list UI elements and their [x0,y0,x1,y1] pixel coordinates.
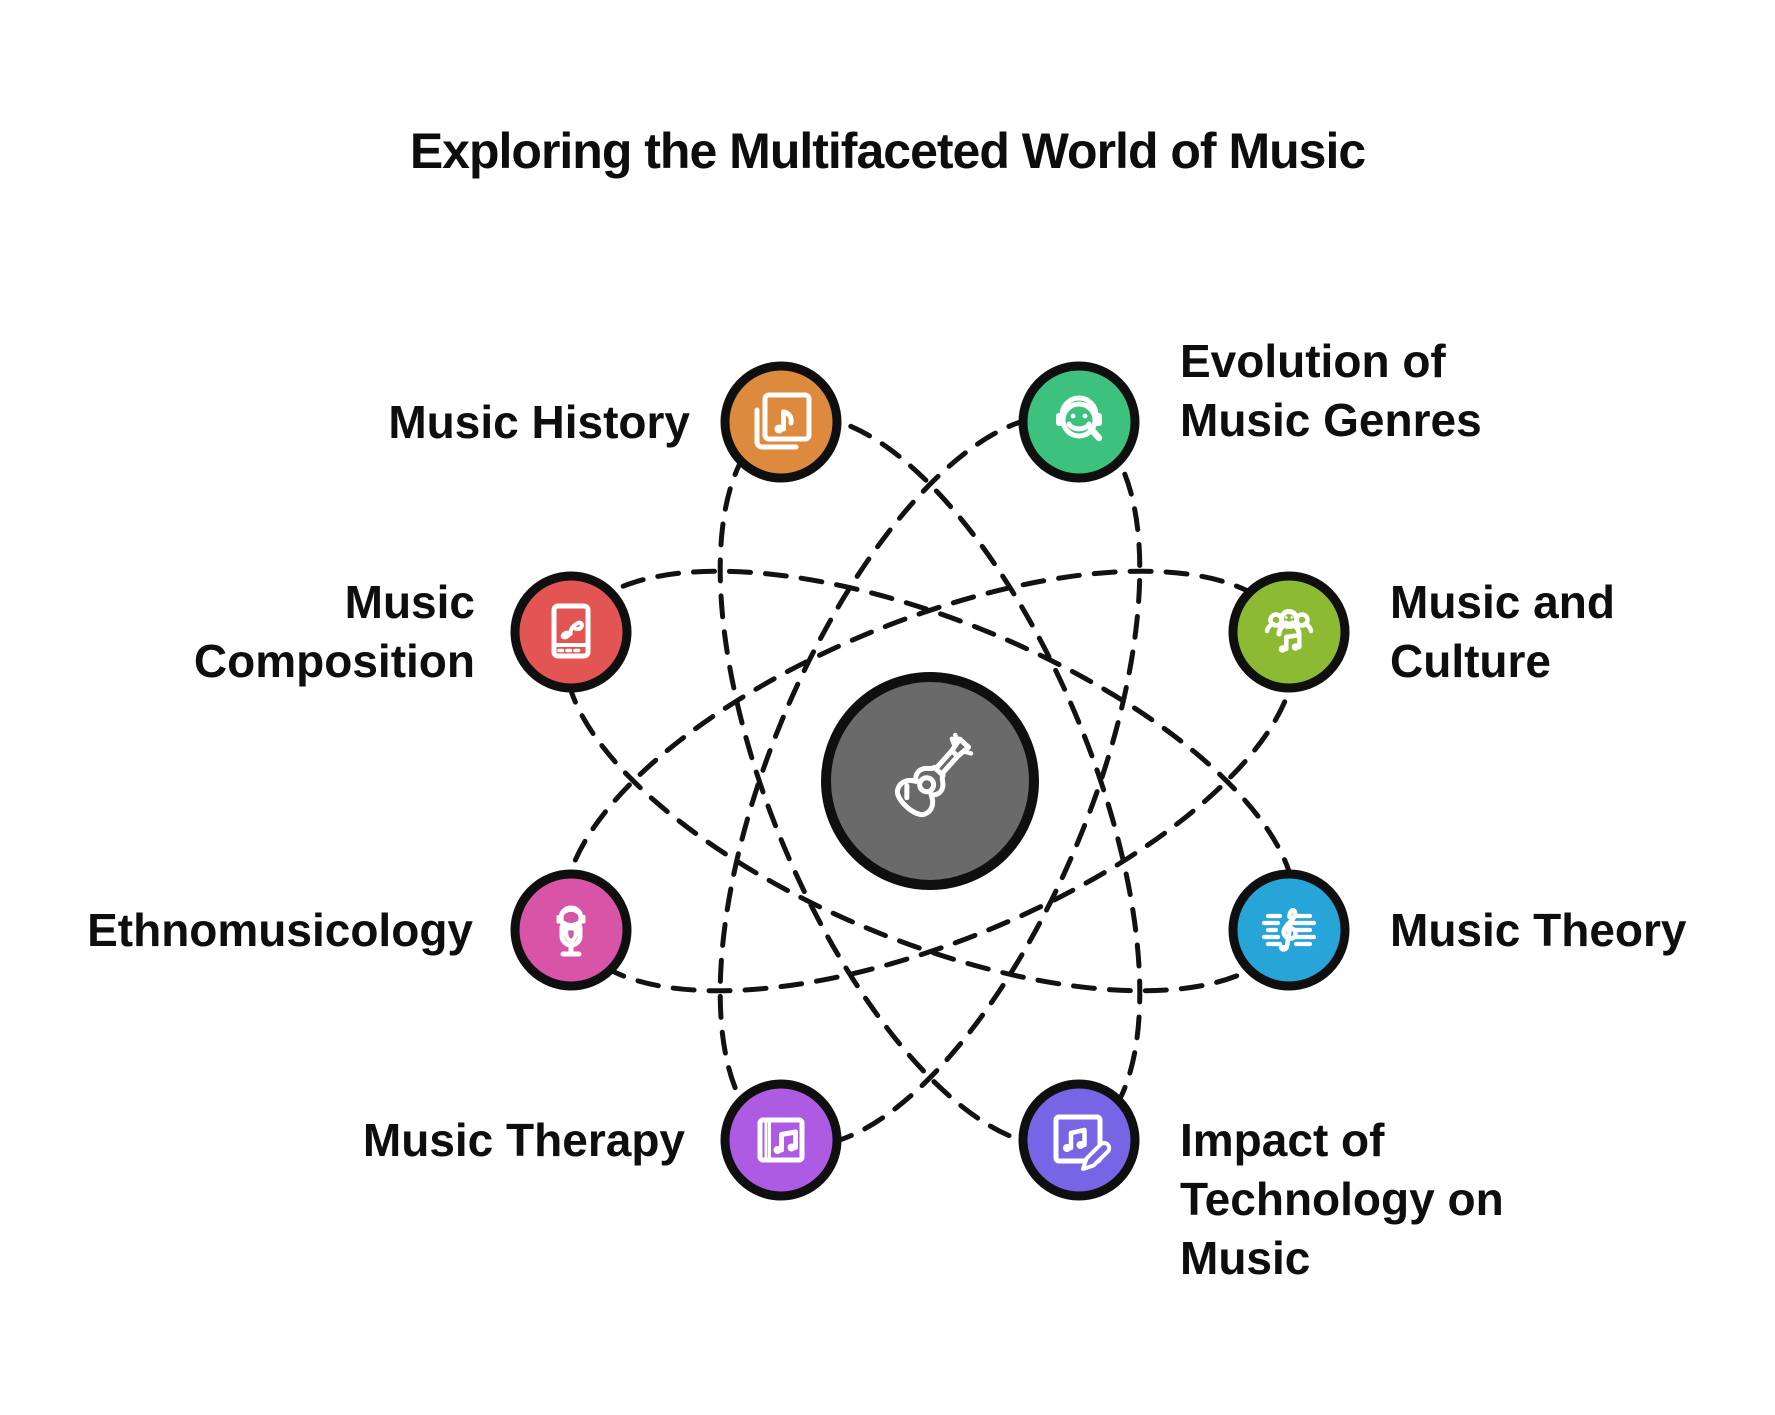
label-line: Music [1180,1232,1311,1284]
songbook-icon [551,603,591,659]
label-ethnomusicology: Ethnomusicology [87,901,473,960]
label-line: Music [344,576,475,628]
page-title: Exploring the Multifaceted World of Musi… [409,123,1366,179]
sheet-music-stack-icon [754,392,812,450]
center-hub [821,672,1039,890]
label-line: Culture [1390,635,1551,687]
node-ethnomusicology [510,869,632,991]
guitar-icon [895,732,974,817]
label-music-therapy: Music Therapy [363,1111,685,1170]
label-music-and-culture: Music and Culture [1390,573,1615,691]
treble-clef-staff-icon [1261,907,1317,952]
node-impact-of-technology-on-music [1018,1079,1140,1201]
label-line: Music Genres [1180,394,1482,446]
label-line: Music and [1390,576,1615,628]
podcast-microphone-icon [556,905,586,957]
label-line: Music Theory [1390,904,1687,956]
label-impact-of-technology-on-music: Impact of Technology on Music [1180,1111,1504,1288]
node-music-composition [510,571,632,693]
label-evolution-of-music-genres: Evolution of Music Genres [1180,332,1482,450]
music-album-icon [757,1117,805,1163]
node-music-theory [1228,869,1350,991]
label-line: Composition [193,635,475,687]
label-music-history: Music History [388,393,690,452]
label-line: Impact of [1180,1114,1385,1166]
label-line: Music Therapy [362,1114,685,1166]
dj-headphones-face-icon [1056,395,1103,442]
music-edit-pencil-icon [1053,1114,1112,1171]
node-music-therapy [720,1079,842,1201]
label-line: Technology on [1180,1173,1504,1225]
label-music-composition: Music Composition [194,573,475,691]
label-line: Ethnomusicology [87,904,473,956]
node-evolution-of-music-genres [1018,361,1140,483]
node-music-and-culture [1228,571,1350,693]
people-music-icon [1264,609,1314,653]
label-music-theory: Music Theory [1390,901,1687,960]
node-circle [1018,1079,1140,1201]
node-circle [1018,361,1140,483]
label-line: Music History [388,396,690,448]
node-music-history [720,361,842,483]
node-circle [1228,571,1350,693]
label-line: Evolution of [1180,335,1446,387]
